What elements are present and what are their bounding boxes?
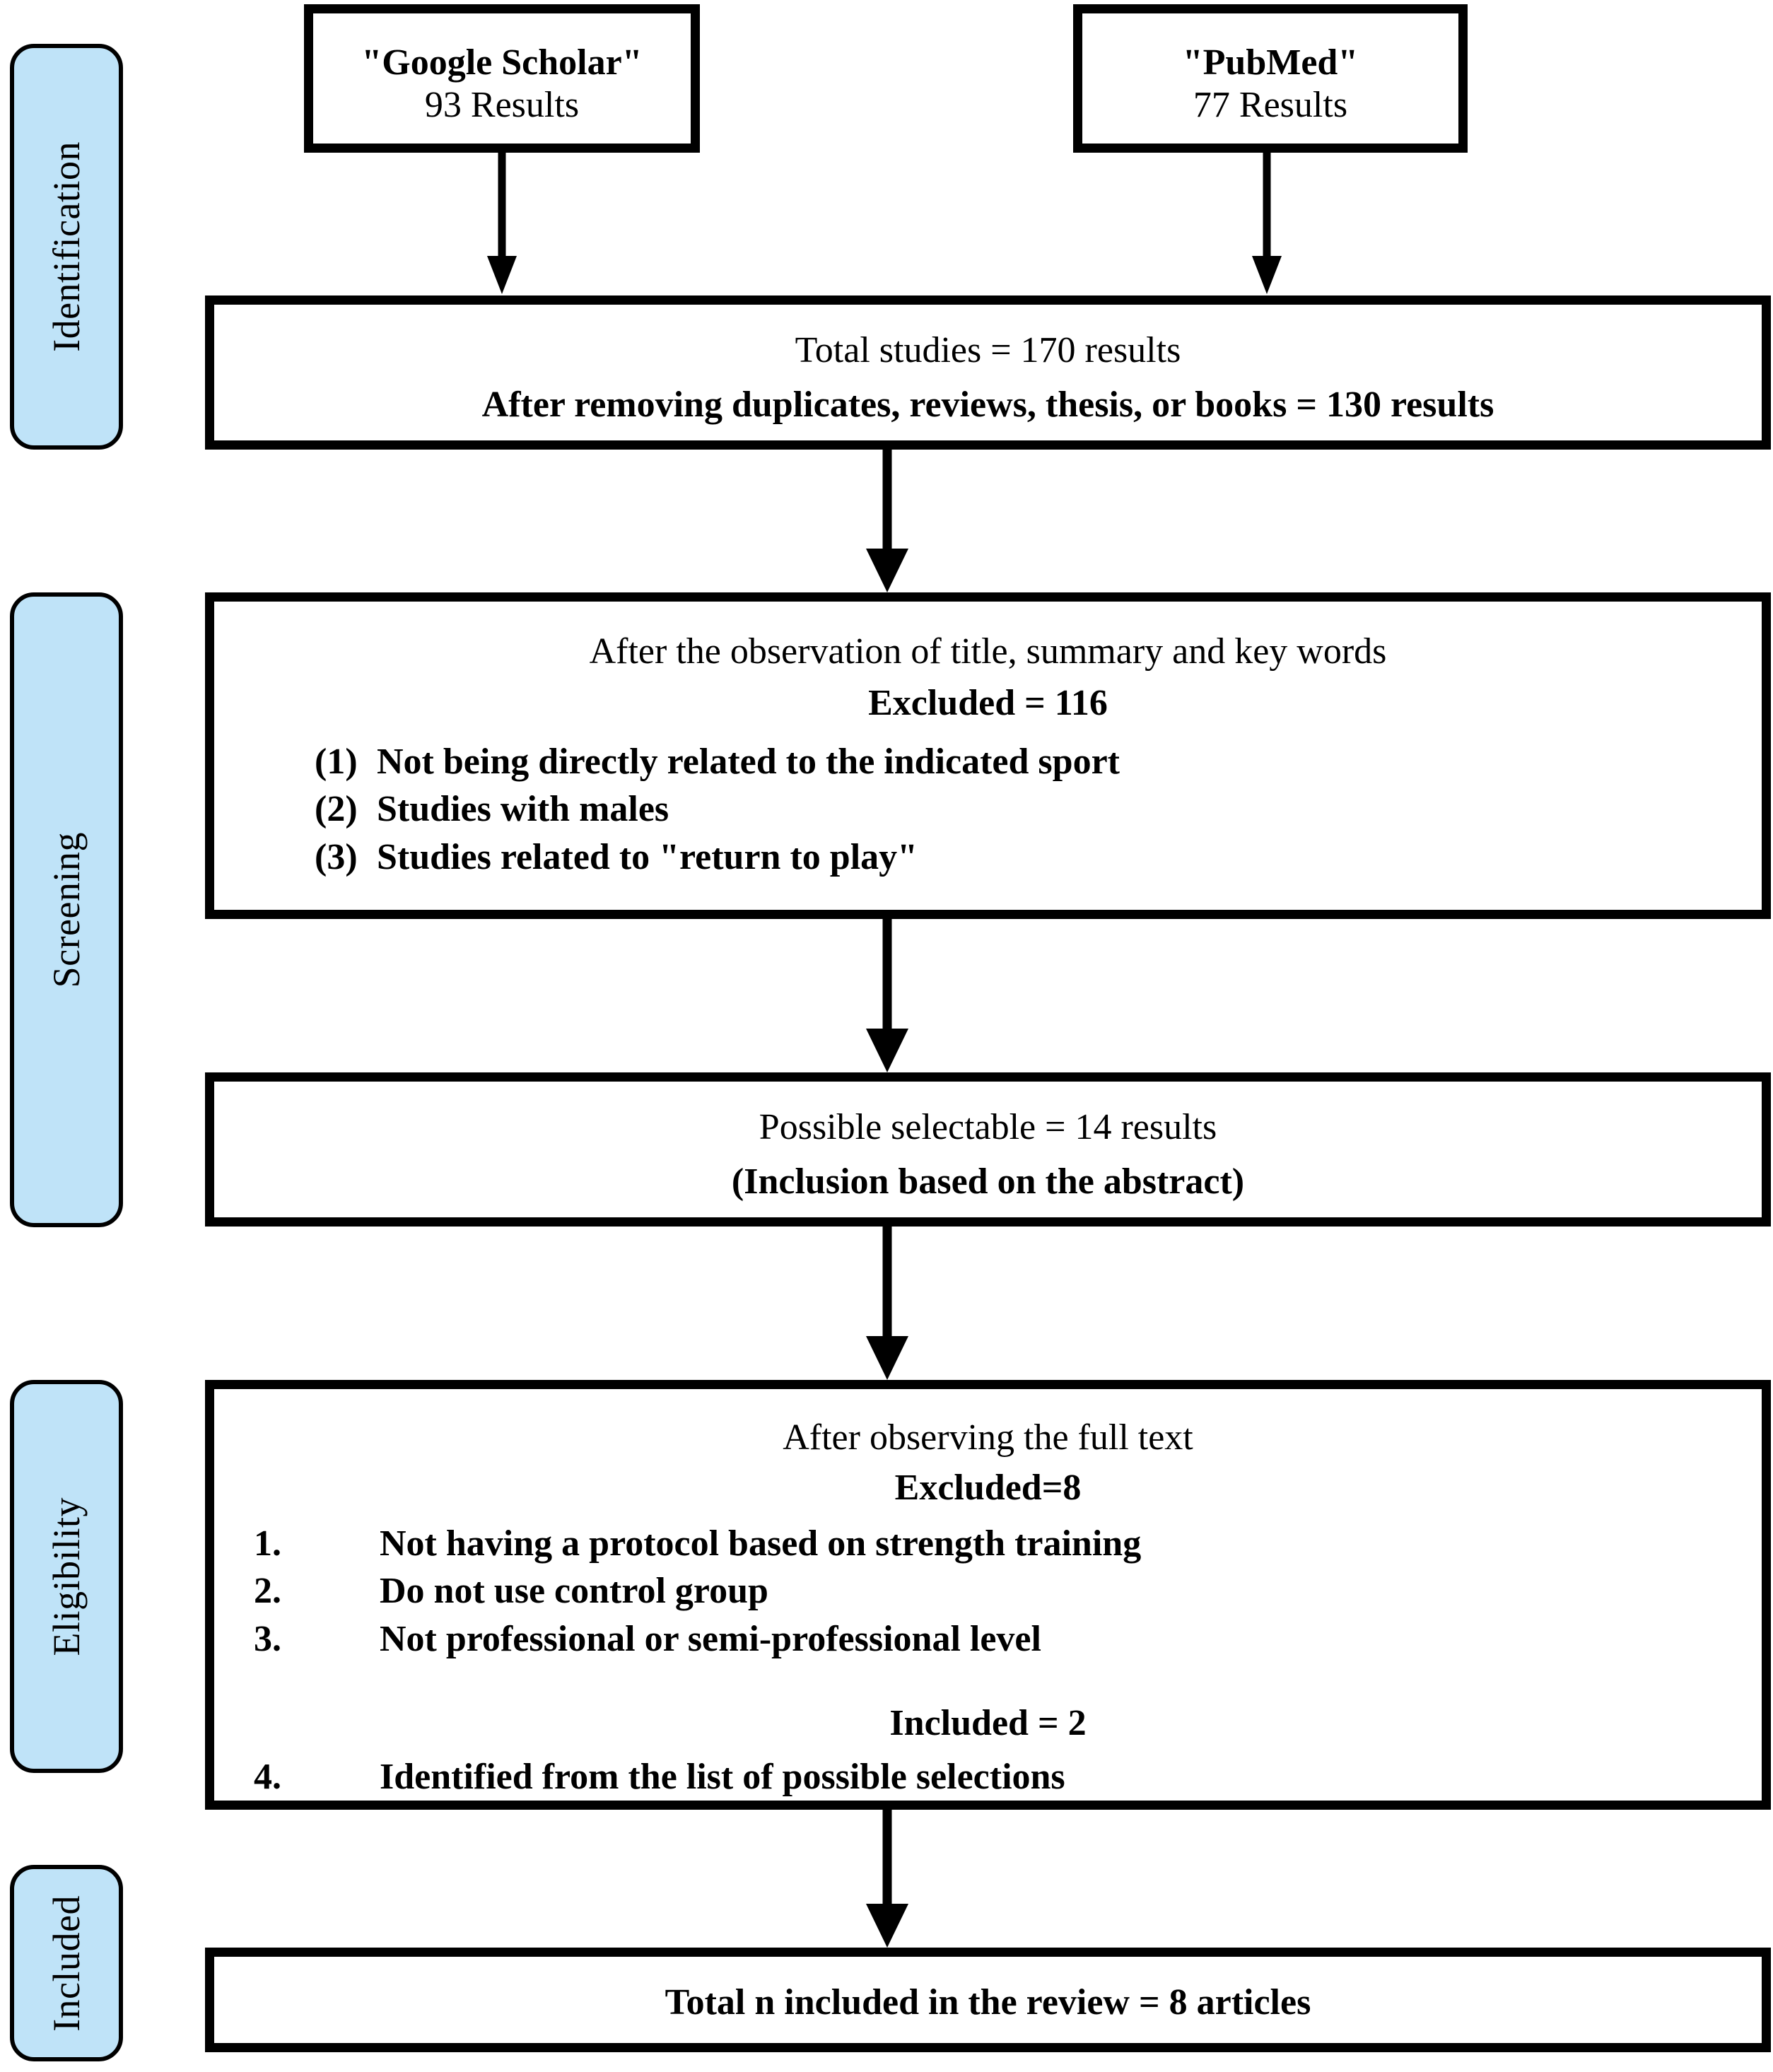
eligibility-excluded-count: Excluded=8 [894, 1468, 1082, 1509]
list-marker: (2) [315, 789, 358, 830]
arrow-pubmed-to-total [1246, 153, 1288, 294]
arrow-screening-to-possible [866, 919, 908, 1072]
eligibility-reason-item: 3. Not professional or semi-professional… [254, 1615, 1762, 1663]
list-text: Studies with males [377, 789, 669, 830]
list-marker: (1) [315, 741, 358, 782]
arrow-shaft [498, 153, 506, 259]
box-possible-selectable: Possible selectable = 14 results (Inclus… [205, 1072, 1771, 1227]
stage-label-eligibility: Eligibility [10, 1380, 123, 1773]
arrow-shaft [1263, 153, 1271, 259]
eligibility-reason-item: 2. Do not use control group [254, 1567, 1762, 1615]
arrow-shaft [882, 1810, 892, 1906]
source-box-google-scholar: "Google Scholar" 93 Results [304, 4, 700, 153]
list-marker: 3. [254, 1618, 281, 1659]
box-total-studies: Total studies = 170 results After removi… [205, 295, 1771, 450]
screening-reason-list: (1) Not being directly related to the in… [214, 738, 1762, 882]
list-text: Identified from the list of possible sel… [380, 1756, 1065, 1797]
eligibility-included-list: 4. Identified from the list of possible … [214, 1753, 1762, 1801]
list-text: Not having a protocol based on strength … [380, 1523, 1142, 1564]
screening-excluded-count: Excluded = 116 [868, 683, 1108, 724]
source-results-pubmed: 77 Results [1193, 84, 1348, 125]
arrow-shaft [882, 450, 892, 553]
arrow-head [866, 1029, 908, 1072]
possible-selectable-line-2: (Inclusion based on the abstract) [731, 1161, 1245, 1202]
arrow-shaft [882, 919, 892, 1031]
source-results-google-scholar: 93 Results [424, 84, 580, 125]
box-screening-exclusions: After the observation of title, summary … [205, 592, 1771, 919]
box-eligibility-assessment: After observing the full text Excluded=8… [205, 1380, 1771, 1810]
list-marker: 2. [254, 1571, 281, 1612]
source-name-google-scholar: "Google Scholar" [361, 42, 643, 83]
screening-heading: After the observation of title, summary … [589, 631, 1387, 672]
arrow-head [866, 1904, 908, 1948]
list-text: Not professional or semi-professional le… [380, 1618, 1041, 1659]
box-included-total: Total n included in the review = 8 artic… [205, 1948, 1771, 2052]
stage-label-screening-text: Screening [45, 831, 88, 988]
total-studies-line-2: After removing duplicates, reviews, thes… [481, 385, 1494, 426]
stage-label-identification-text: Identification [45, 141, 88, 352]
stage-label-included: Included [10, 1865, 123, 2061]
list-text: Not being directly related to the indica… [377, 741, 1120, 782]
arrow-head [866, 549, 908, 592]
list-marker: 4. [254, 1756, 281, 1797]
total-studies-line-1: Total studies = 170 results [795, 330, 1181, 370]
list-text: Do not use control group [380, 1571, 768, 1612]
screening-reason-item: (2) Studies with males [315, 785, 1762, 833]
eligibility-reason-item: 1. Not having a protocol based on streng… [254, 1520, 1762, 1568]
eligibility-reason-list: 1. Not having a protocol based on streng… [214, 1520, 1762, 1663]
screening-reason-item: (1) Not being directly related to the in… [315, 738, 1762, 786]
included-total-line: Total n included in the review = 8 artic… [665, 1982, 1311, 2023]
eligibility-heading: After observing the full text [783, 1417, 1193, 1458]
stage-label-eligibility-text: Eligibility [45, 1497, 88, 1656]
source-name-pubmed: "PubMed" [1182, 42, 1359, 83]
arrow-total-to-screening [866, 450, 908, 592]
arrow-head [866, 1336, 908, 1380]
eligibility-included-item: 4. Identified from the list of possible … [254, 1753, 1762, 1801]
list-marker: 1. [254, 1523, 281, 1564]
possible-selectable-line-1: Possible selectable = 14 results [759, 1107, 1217, 1147]
arrow-head [487, 256, 517, 294]
stage-label-screening: Screening [10, 592, 123, 1227]
list-marker: (3) [315, 836, 358, 877]
stage-label-included-text: Included [45, 1895, 88, 2032]
arrow-head [1252, 256, 1282, 294]
arrow-possible-to-eligibility [866, 1227, 908, 1380]
arrow-shaft [882, 1227, 892, 1338]
screening-reason-item: (3) Studies related to "return to play" [315, 833, 1762, 882]
arrow-google-scholar-to-total [481, 153, 523, 294]
source-box-pubmed: "PubMed" 77 Results [1073, 4, 1468, 153]
arrow-eligibility-to-included [866, 1810, 908, 1948]
list-text: Studies related to "return to play" [377, 836, 918, 877]
eligibility-included-count: Included = 2 [889, 1702, 1087, 1743]
stage-label-identification: Identification [10, 44, 123, 450]
